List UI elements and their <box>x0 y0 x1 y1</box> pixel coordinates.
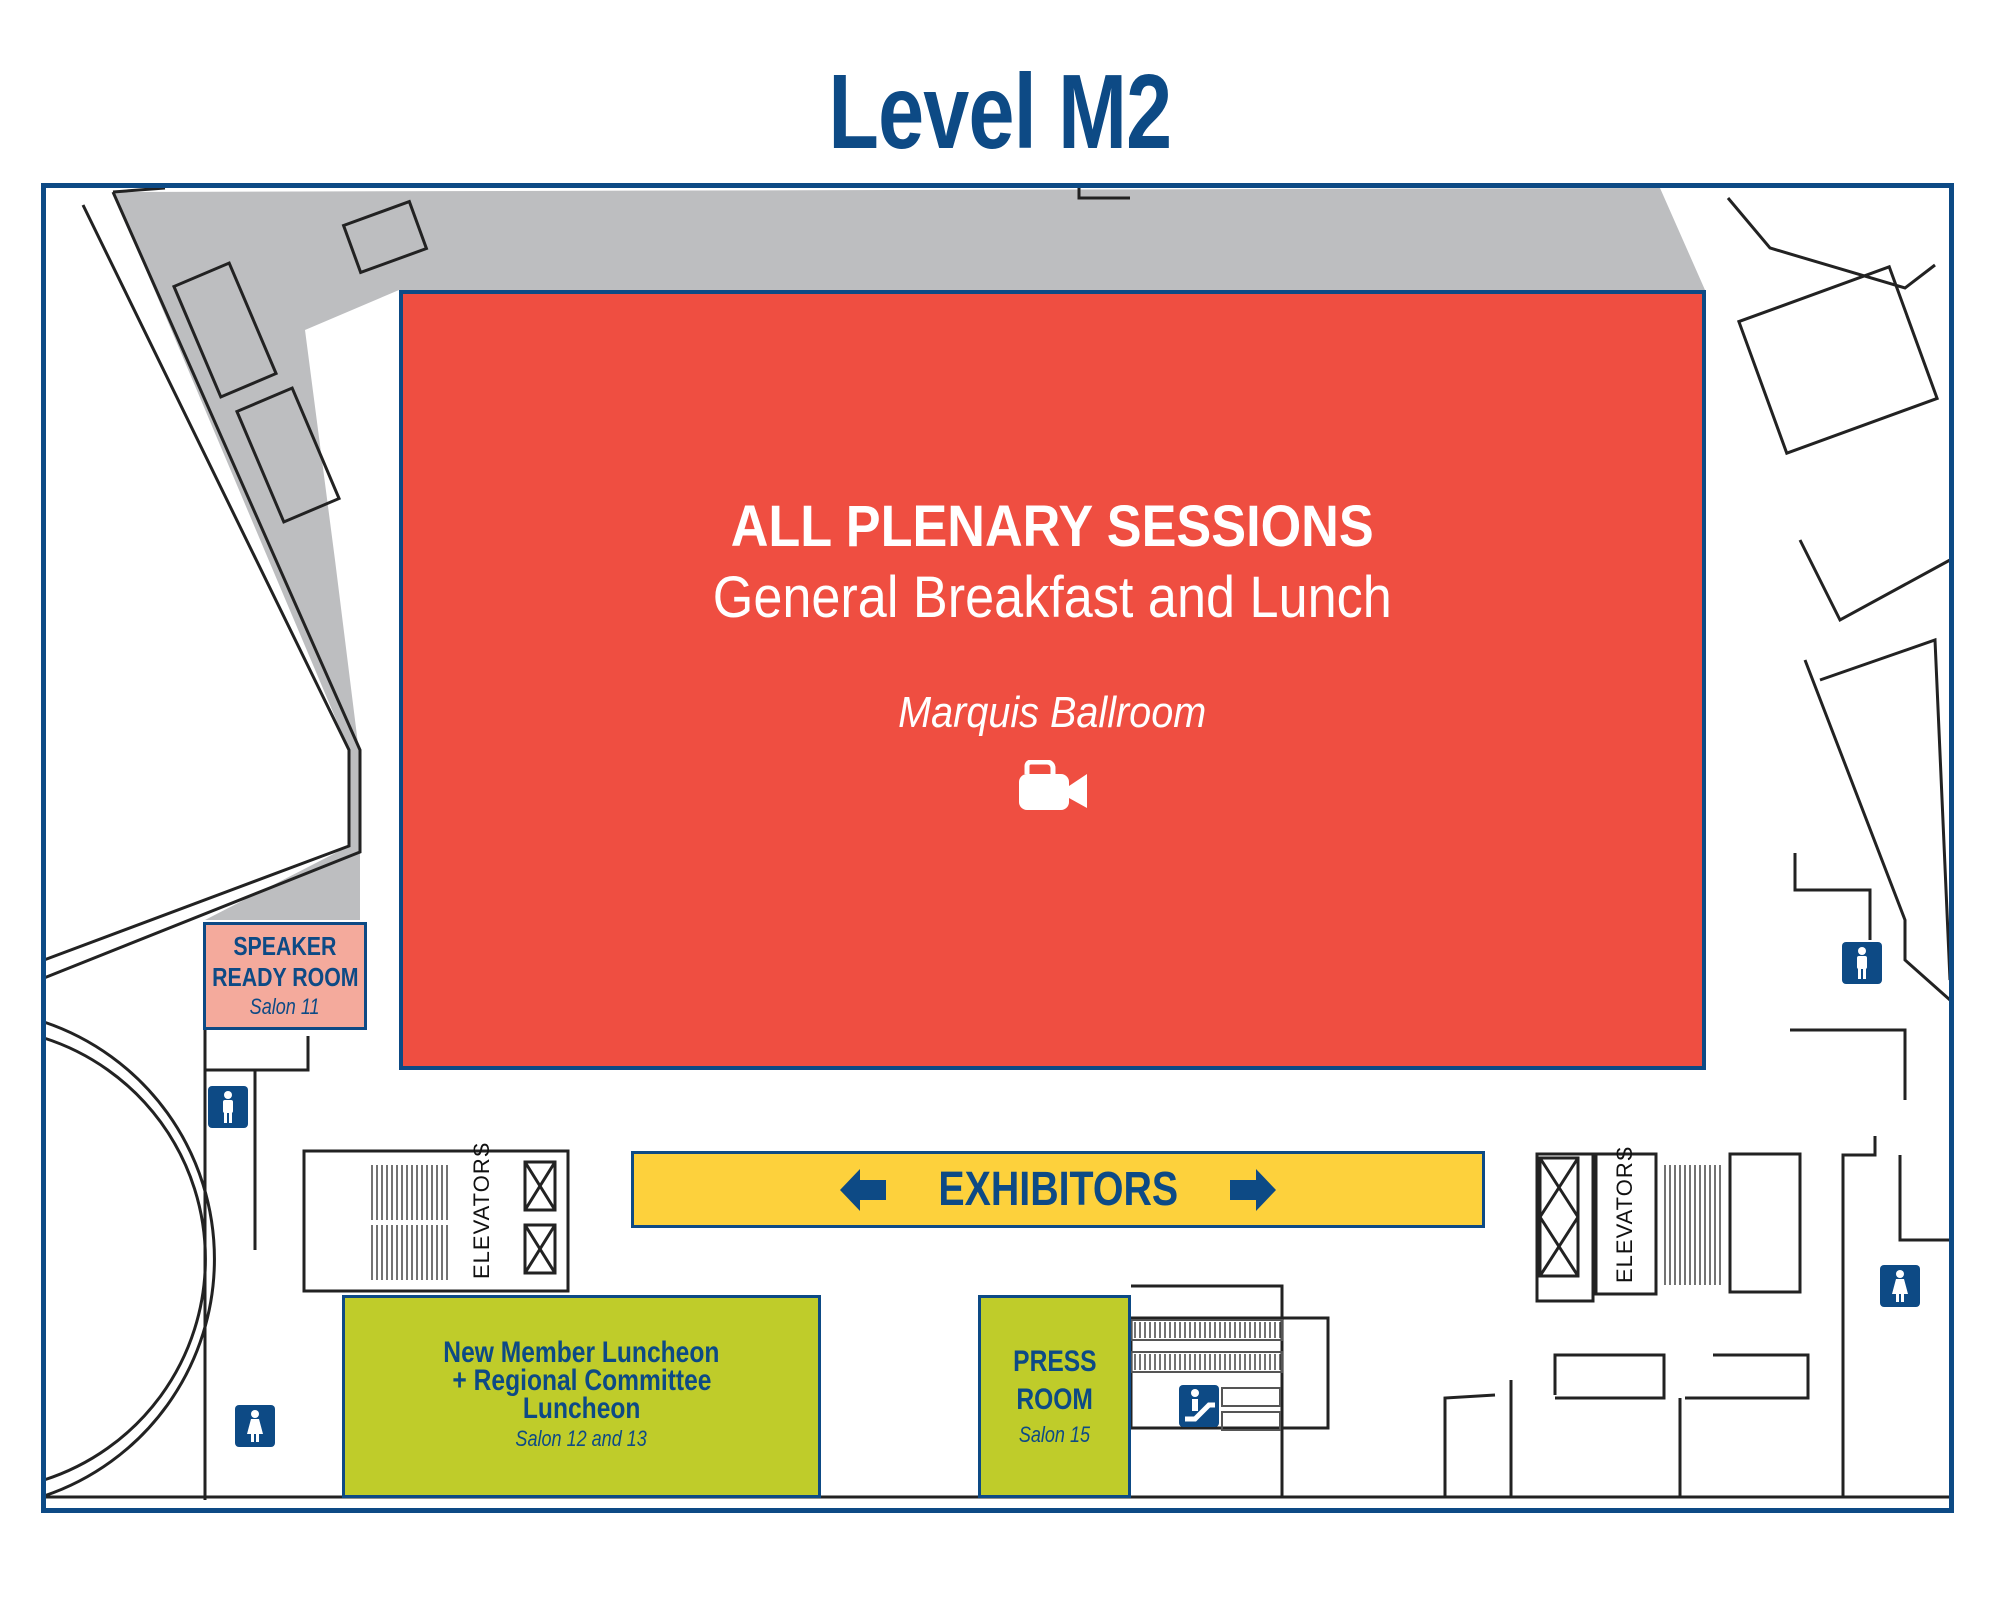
speaker-room-line1: SPEAKER <box>233 931 337 961</box>
press-room-salon: Salon 15 <box>1018 1421 1091 1447</box>
stair-grids <box>371 1165 1721 1370</box>
video-camera-icon <box>1018 760 1087 810</box>
escalators <box>1130 1319 1283 1431</box>
plenary-room-name: Marquis Ballroom <box>898 688 1207 737</box>
plenary-heading: ALL PLENARY SESSIONS <box>731 494 1374 559</box>
luncheon-line1: New Member Luncheon <box>443 1335 720 1369</box>
speaker-room-line2: READY ROOM <box>211 962 359 992</box>
womens-restroom-icon <box>235 1405 275 1447</box>
luncheon-salon: Salon 12 and 13 <box>515 1425 648 1451</box>
mens-restroom-icon <box>208 1086 248 1128</box>
speaker-room-salon: Salon 11 <box>250 994 320 1019</box>
plenary-subheading: General Breakfast and Lunch <box>712 565 1393 630</box>
new-member-luncheon-room[interactable]: New Member Luncheon + Regional Committee… <box>342 1295 821 1498</box>
marquis-ballroom-plenary[interactable]: ALL PLENARY SESSIONS General Breakfast a… <box>399 290 1706 1070</box>
speaker-ready-room[interactable]: SPEAKER READY ROOM Salon 11 <box>203 922 367 1030</box>
walls <box>43 186 1952 1500</box>
corridor-gray-area <box>113 188 1705 920</box>
arrow-left-icon <box>839 1168 886 1211</box>
luncheon-line3: Luncheon <box>522 1391 641 1425</box>
arrow-right-icon <box>1230 1168 1277 1211</box>
press-room[interactable]: PRESS ROOM Salon 15 <box>978 1295 1131 1498</box>
press-room-line1: PRESS <box>1012 1344 1097 1378</box>
press-room-line2: ROOM <box>1016 1382 1093 1416</box>
exhibitors-label: EXHIBITORS <box>938 1163 1178 1216</box>
elevators-label-left: ELEVATORS <box>469 1141 494 1279</box>
mens-restroom-icon <box>1842 942 1882 984</box>
womens-restroom-icon <box>1880 1265 1920 1307</box>
luncheon-line2: + Regional Committee <box>451 1363 712 1397</box>
escalator-icon <box>1179 1385 1219 1427</box>
exhibitors-banner[interactable]: EXHIBITORS <box>631 1151 1485 1228</box>
page-title: Level M2 <box>828 53 1172 171</box>
elevators-label-right: ELEVATORS <box>1612 1145 1637 1283</box>
